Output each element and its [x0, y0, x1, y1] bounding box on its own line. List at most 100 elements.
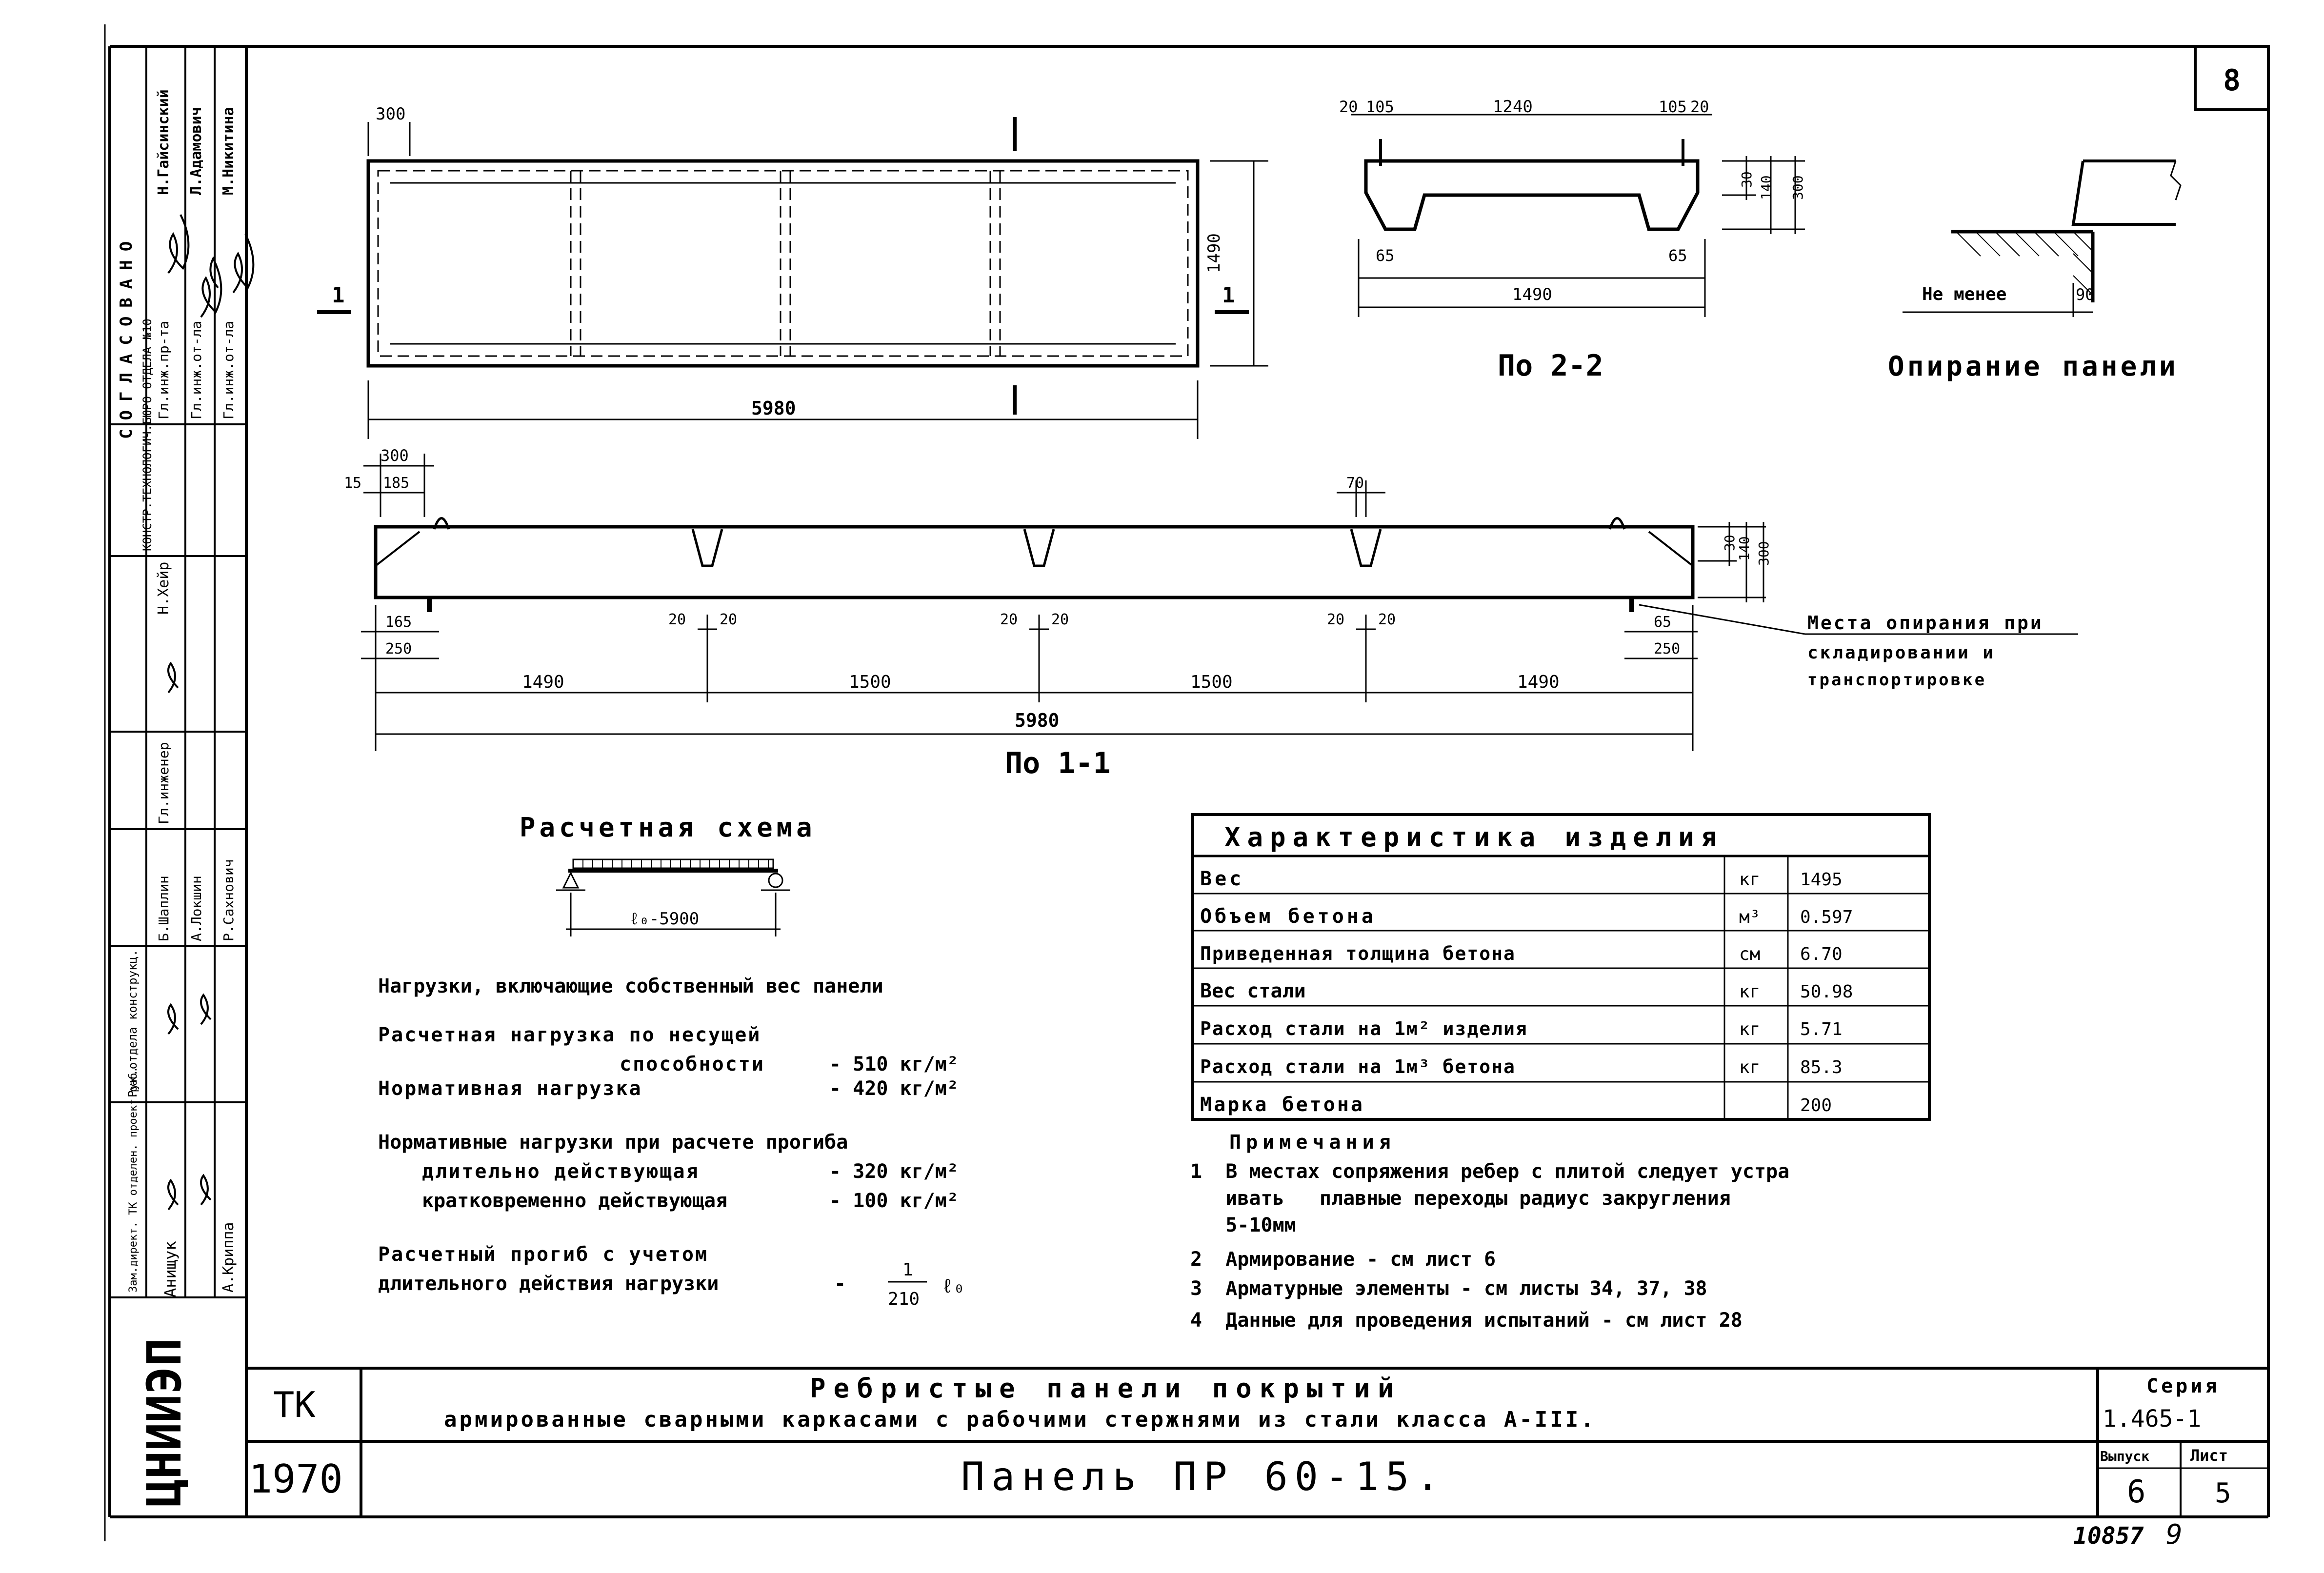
calc-deflection-label-2: длительного действия нагрузки [378, 1273, 719, 1295]
s11-end-left-a: 165 [385, 614, 412, 631]
calc-deflection-dash: - [834, 1273, 846, 1295]
calc-short-value: - 100 кг/м² [829, 1190, 959, 1212]
characteristics-table [1191, 813, 1931, 1121]
s11-rib-dim-6: 20 [1378, 611, 1396, 628]
s11-end-left-b: 250 [385, 640, 412, 657]
plan-view [317, 117, 1268, 439]
approval-deputy-role: Зам.директ. ТК отделен. проект.раб. [127, 1066, 140, 1293]
s22-dim-left-a: 20 [1339, 98, 1358, 116]
characteristics-texts: Характеристика изделия Вес кг 1495 Объем… [1200, 822, 1853, 1116]
plan-dim-width: 1490 [1204, 233, 1224, 273]
calc-normative-label: Нормативная нагрузка [378, 1077, 642, 1100]
plan-cut-1-right: 1 [1222, 283, 1235, 308]
calc-design-label-2: способности [620, 1053, 765, 1075]
char-title: Характеристика изделия [1224, 822, 1723, 853]
s11-support-note-3: транспортировке [1807, 670, 1986, 690]
s22-dim-left-b: 105 [1366, 98, 1394, 116]
char-row-2-name: Объем бетона [1200, 905, 1376, 928]
char-row-4-unit: кг [1739, 982, 1760, 1002]
approval-engineer-2: Р.Сахнович [220, 859, 237, 941]
calc-title: Расчетная схема [520, 812, 816, 843]
title-code: ТК [273, 1384, 316, 1425]
section-1-1-labels: 300 15 185 70 30 140 300 20 20 20 20 20 … [344, 446, 2044, 780]
title-line-2: армированные сварными каркасами с рабочи… [444, 1407, 1596, 1432]
approval-heading: СОГЛАСОВАНО [117, 233, 136, 439]
approval-deputy-name: А.Криппа [220, 1222, 237, 1293]
section-2-2 [1351, 114, 1805, 317]
s22-dim-right-a: 20 [1690, 98, 1709, 116]
inventory-number: 10857 [2073, 1522, 2144, 1550]
approval-role-1: Гл.инж.пр-та [156, 321, 172, 419]
s11-support-note-2: складировании и [1807, 643, 1995, 663]
title-series-label: Серия [2146, 1375, 2220, 1397]
calc-scheme [556, 858, 927, 1283]
char-row-4-name: Вес стали [1200, 980, 1306, 1002]
inventory-mark: 10857 9 [2073, 1519, 2183, 1551]
approval-name-1: Н.Гайсинский [155, 89, 172, 195]
s11-dim-rib: 70 [1346, 475, 1364, 492]
calc-long-label: длительно действующая [422, 1160, 700, 1183]
title-year: 1970 [249, 1456, 343, 1502]
char-row-6-value: 85.3 [1800, 1057, 1843, 1077]
support-note: Не менее [1922, 284, 2006, 304]
s11-end-right-a: 65 [1654, 614, 1671, 631]
approval-name-2: Л.Адамович [188, 107, 205, 195]
calc-design-value: - 510 кг/м² [829, 1053, 959, 1075]
signatures [167, 214, 255, 1211]
s11-rib-dim-3: 20 [1000, 611, 1018, 628]
calc-normative-value: - 420 кг/м² [829, 1077, 959, 1100]
s22-dim-bottom-right: 65 [1668, 246, 1687, 265]
char-row-3-unit: см [1739, 944, 1760, 964]
s11-caption: По 1-1 [1005, 746, 1111, 780]
char-row-2-value: 0.597 [1800, 907, 1853, 927]
s22-dim-middle: 1240 [1493, 97, 1533, 117]
approval-head-name: Н.Хейр [155, 562, 172, 615]
approval-texts: СОГЛАСОВАНО Гл.инж.пр-та Гл.инж.от-ла Гл… [117, 89, 237, 1507]
approval-chief-role: Гл.инженер [156, 742, 172, 824]
support-value: 90 [2076, 285, 2095, 304]
s11-span-3: 1500 [1190, 672, 1233, 692]
calc-loads-heading: Нагрузки, включающие собственный вес пан… [378, 975, 883, 997]
s11-dim-c: 185 [383, 475, 409, 492]
s22-dim-h3: 300 [1790, 175, 1806, 200]
s22-dim-h1: 30 [1739, 171, 1755, 188]
s22-dim-right-b: 105 [1659, 98, 1687, 116]
inventory-suffix: 9 [2166, 1519, 2183, 1551]
approval-role-3: Гл.инж.от-ла [220, 321, 237, 419]
approval-department: КОНСТР.ТЕХНОЛОГИЧ.БЮРО ОТДЕЛА №10 [140, 319, 154, 551]
approval-chief-name: Б.Шаплин [156, 876, 172, 941]
title-series-value: 1.465-1 [2103, 1405, 2201, 1433]
calc-deflection-heading: Нормативные нагрузки при расчете прогиба [378, 1131, 848, 1154]
sheet-number-box: 8 [2194, 45, 2270, 111]
note-line-2: ивать плавные переходы радиус закруглени… [1190, 1187, 1731, 1210]
s22-dim-h2: 140 [1758, 175, 1774, 200]
approval-role-2: Гл.инж.от-ла [188, 321, 204, 419]
plan-dim-length: 5980 [751, 398, 796, 419]
s11-dim-h1: 30 [1722, 535, 1738, 551]
char-row-1-value: 1495 [1800, 870, 1843, 890]
char-row-7-name: Марка бетона [1200, 1094, 1364, 1116]
calc-scheme-texts: Расчетная схема ℓ₀-5900 Нагрузки, включа… [378, 812, 965, 1309]
s22-caption: По 2-2 [1498, 349, 1603, 383]
s22-dim-bottom-left: 65 [1376, 246, 1395, 265]
char-row-5-name: Расход стали на 1м² изделия [1200, 1018, 1528, 1039]
char-row-5-value: 5.71 [1800, 1019, 1843, 1039]
section-1-1 [361, 454, 2078, 751]
title-block [246, 1367, 2268, 1517]
char-row-4-value: 50.98 [1800, 982, 1853, 1002]
s11-dim-a: 300 [381, 446, 409, 465]
char-row-6-unit: кг [1739, 1057, 1760, 1077]
note-line-6: 4 Данные для проведения испытаний - см л… [1190, 1309, 1743, 1332]
title-block-texts: ТК 1970 Ребристые панели покрытий армиро… [249, 1373, 2231, 1510]
title-sheet-label: Лист [2190, 1446, 2228, 1465]
support-caption: Опирание панели [1888, 351, 2179, 382]
s11-dim-b: 15 [344, 475, 361, 492]
s11-support-note-1: Места опирания при [1807, 612, 2044, 634]
char-row-2-unit: м³ [1739, 907, 1760, 927]
calc-span-label: ℓ₀-5900 [629, 909, 699, 929]
char-row-6-name: Расход стали на 1м³ бетона [1200, 1056, 1516, 1077]
s11-rib-dim-2: 20 [720, 611, 737, 628]
approval-author: Анищук [161, 1241, 180, 1297]
title-issue-value: 6 [2127, 1474, 2146, 1510]
